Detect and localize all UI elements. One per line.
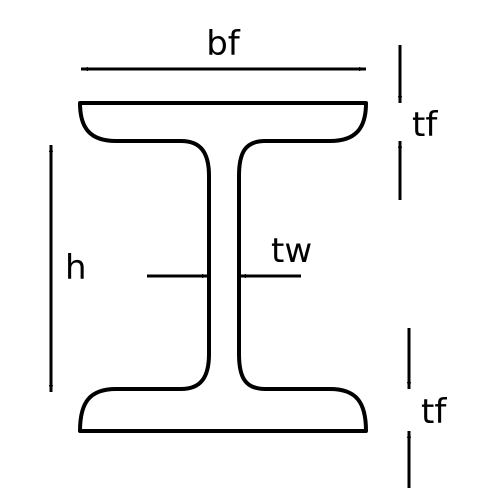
bottom-flange-thickness-label: tf <box>421 392 447 432</box>
height-label: h <box>65 248 87 288</box>
top-flange-thickness-dimension: tf <box>397 45 438 200</box>
bottom-flange-thickness-dimension: tf <box>406 328 447 488</box>
top-flange-thickness-label: tf <box>412 105 438 145</box>
height-dimension: h <box>48 145 87 392</box>
flange-width-dimension: bf <box>81 24 366 72</box>
i-beam-cross-section <box>78 101 368 433</box>
flange-width-label: bf <box>206 24 241 64</box>
web-thickness-dimension: tw <box>147 231 312 279</box>
i-beam-outline <box>78 101 368 433</box>
web-thickness-label: tw <box>271 231 312 271</box>
